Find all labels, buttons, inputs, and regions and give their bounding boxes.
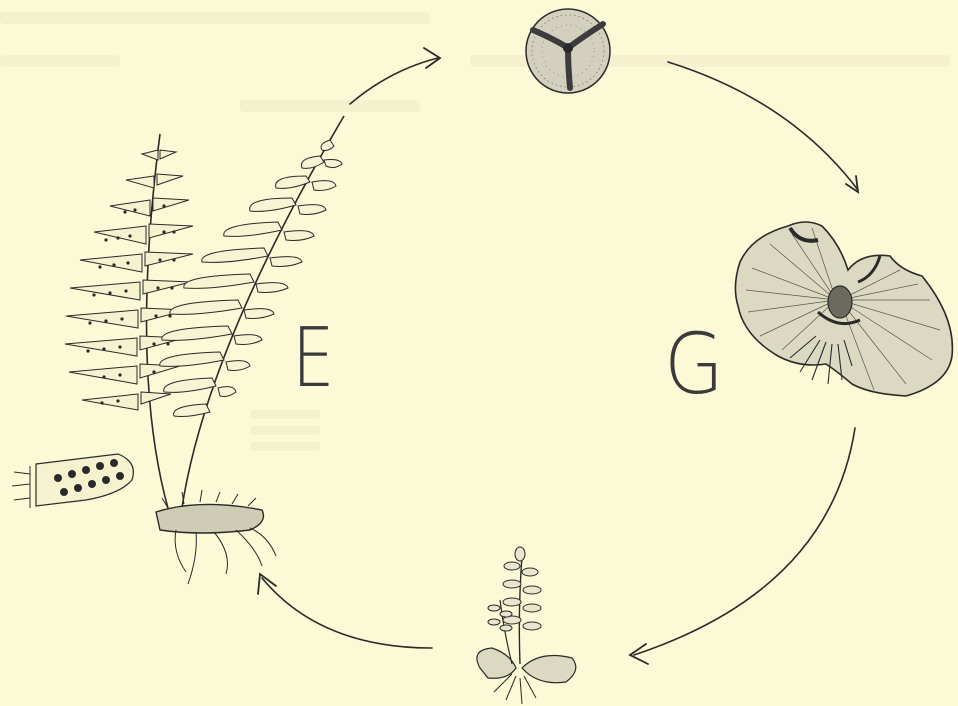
arrow-spore-to-prothallus	[668, 62, 858, 192]
spore-illustration	[526, 9, 610, 93]
young-sporophyte-illustration	[477, 547, 576, 704]
prothallus-illustration	[735, 222, 952, 396]
gametophyte-stage-label: G	[664, 322, 724, 406]
arrow-sporophyte-to-spore	[350, 48, 440, 104]
arrow-prothallus-to-young-plant	[630, 428, 855, 664]
sorus-detail-illustration	[12, 454, 133, 508]
sporophyte-stage-label: E	[292, 318, 334, 400]
arrow-young-plant-to-sporophyte	[258, 574, 432, 648]
